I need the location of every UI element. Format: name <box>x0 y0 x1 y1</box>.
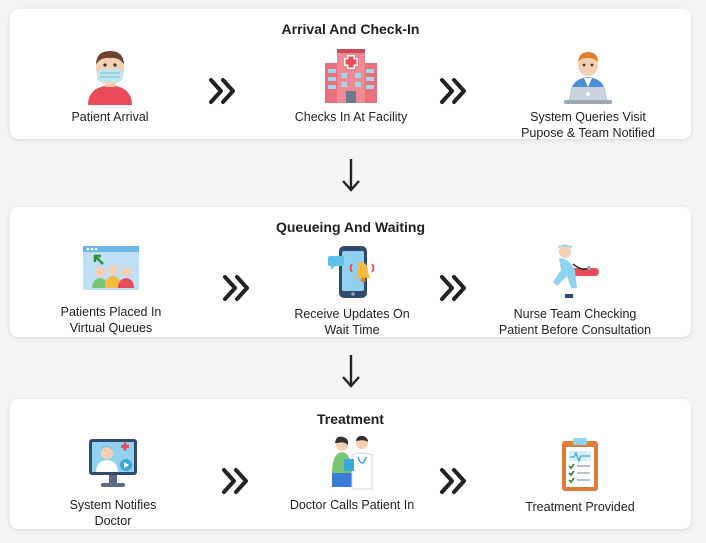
section-title: Arrival And Check-In <box>281 21 420 37</box>
step-label: Patients Placed In Virtual Queues <box>60 305 162 335</box>
step-patient-arrival: Patient Arrival <box>10 45 210 125</box>
down-arrow-icon <box>342 355 360 388</box>
step-label: Receive Updates On Wait Time <box>294 307 410 337</box>
double-chevron-right-icon <box>440 78 466 104</box>
double-chevron-right-icon <box>440 468 466 494</box>
step-label: Treatment Provided <box>525 500 635 514</box>
doctor-with-patient-icon <box>332 435 373 490</box>
step-treatment-provided: Treatment Provided <box>480 435 680 515</box>
step-label: System Queries Visit Pupose & Team Notif… <box>521 110 655 140</box>
step-label: Checks In At Facility <box>294 110 408 124</box>
staff-at-laptop-icon <box>564 52 612 104</box>
step-system-notifies-doctor: System Notifies Doctor <box>13 433 213 529</box>
double-chevron-right-icon <box>223 275 249 301</box>
step-label: Patient Arrival <box>71 110 149 124</box>
step-label: Nurse Team Checking Patient Before Consu… <box>498 307 652 337</box>
hospital-building-icon <box>325 49 377 103</box>
phone-notification-icon <box>328 246 375 298</box>
step-receive-updates: Receive Updates On Wait Time <box>252 242 452 338</box>
step-label: System Notifies Doctor <box>69 498 157 528</box>
step-checks-in: Checks In At Facility <box>251 45 451 125</box>
section-arrival-check-in: Arrival And Check-In Patient Arrival <box>10 9 691 141</box>
down-arrow-icon <box>342 159 360 192</box>
section-queueing-waiting: Queueing And Waiting Patients Placed In … <box>10 207 691 337</box>
monitor-doctor-icon <box>89 439 137 487</box>
step-nurse-checking: Nurse Team Checking Patient Before Consu… <box>475 242 675 338</box>
step-system-queries: System Queries Visit Pupose & Team Notif… <box>488 45 688 141</box>
double-chevron-right-icon <box>222 468 248 494</box>
section-treatment: Treatment System Notifies Doctor <box>10 399 691 529</box>
medical-clipboard-icon <box>562 438 598 491</box>
nurse-checking-patient-icon <box>553 244 599 298</box>
virtual-queue-screen-icon <box>83 246 139 290</box>
section-title: Treatment <box>317 411 384 427</box>
step-virtual-queues: Patients Placed In Virtual Queues <box>11 240 211 336</box>
section-title: Queueing And Waiting <box>275 219 426 235</box>
double-chevron-right-icon <box>209 78 235 104</box>
masked-patient-icon <box>88 51 132 105</box>
double-chevron-right-icon <box>440 275 466 301</box>
step-label: Doctor Calls Patient In <box>289 498 415 512</box>
step-doctor-calls-patient: Doctor Calls Patient In <box>252 433 452 513</box>
